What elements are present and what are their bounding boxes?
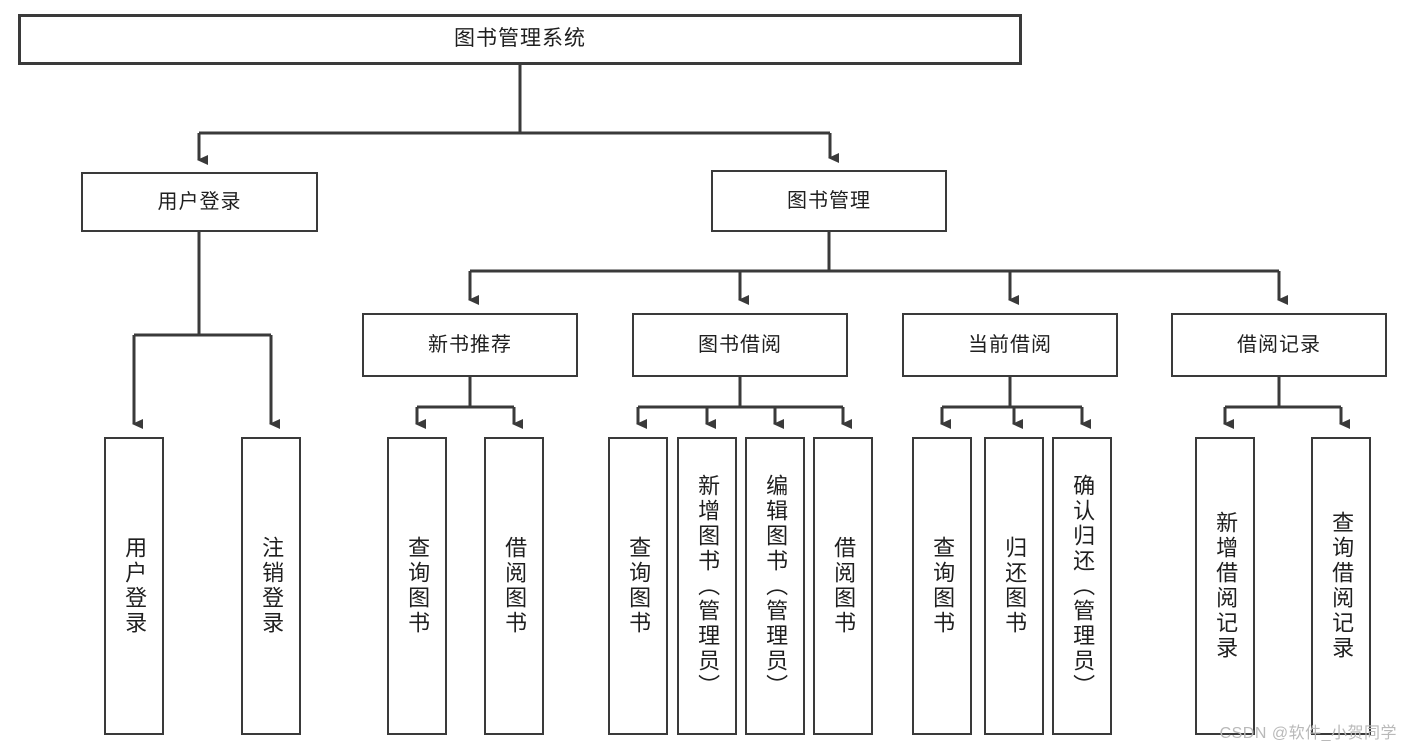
node-root-label: 图书管理系统 [454,27,586,51]
node-current-borrow-label: 当前借阅 [968,333,1052,356]
node-current-borrow[interactable]: 当前借阅 [902,313,1118,377]
leaf-query-book-3-label: 查询图书 [930,536,956,636]
node-new-book-recommend-label: 新书推荐 [428,333,512,356]
node-book-borrow[interactable]: 图书借阅 [632,313,848,377]
leaf-edit-book[interactable]: 编辑图书（管理员） [745,437,805,735]
leaf-query-record[interactable]: 查询借阅记录 [1311,437,1371,735]
node-borrow-record[interactable]: 借阅记录 [1171,313,1387,377]
leaf-user-login[interactable]: 用户登录 [104,437,164,735]
node-user-login-label: 用户登录 [157,190,242,213]
leaf-query-book-1[interactable]: 查询图书 [387,437,447,735]
leaf-borrow-book-1[interactable]: 借阅图书 [484,437,544,735]
leaf-add-book-label: 新增图书（管理员） [695,473,721,699]
leaf-borrow-book-2-label: 借阅图书 [831,536,857,636]
leaf-query-book-3[interactable]: 查询图书 [912,437,972,735]
leaf-query-record-label: 查询借阅记录 [1329,511,1355,661]
leaf-borrow-book-1-label: 借阅图书 [502,536,528,636]
leaf-query-book-1-label: 查询图书 [405,536,431,636]
leaf-add-record-label: 新增借阅记录 [1213,511,1239,661]
leaf-add-record[interactable]: 新增借阅记录 [1195,437,1255,735]
leaf-query-book-2[interactable]: 查询图书 [608,437,668,735]
leaf-return-book[interactable]: 归还图书 [984,437,1044,735]
node-book-management[interactable]: 图书管理 [711,170,947,232]
leaf-add-book[interactable]: 新增图书（管理员） [677,437,737,735]
leaf-user-login-label: 用户登录 [122,536,148,636]
watermark-text: CSDN @软件_小贺同学 [1219,725,1397,742]
leaf-return-book-label: 归还图书 [1002,536,1028,636]
node-new-book-recommend[interactable]: 新书推荐 [362,313,578,377]
node-book-management-label: 图书管理 [787,189,871,212]
leaf-user-logout[interactable]: 注销登录 [241,437,301,735]
node-root[interactable]: 图书管理系统 [18,14,1022,65]
leaf-user-logout-label: 注销登录 [259,536,285,636]
leaf-query-book-2-label: 查询图书 [626,536,652,636]
node-user-login[interactable]: 用户登录 [81,172,318,232]
leaf-confirm-return-label: 确认归还（管理员） [1070,473,1096,699]
leaf-borrow-book-2[interactable]: 借阅图书 [813,437,873,735]
leaf-edit-book-label: 编辑图书（管理员） [763,473,789,699]
leaf-confirm-return[interactable]: 确认归还（管理员） [1052,437,1112,735]
node-borrow-record-label: 借阅记录 [1237,333,1321,356]
node-book-borrow-label: 图书借阅 [698,333,782,356]
